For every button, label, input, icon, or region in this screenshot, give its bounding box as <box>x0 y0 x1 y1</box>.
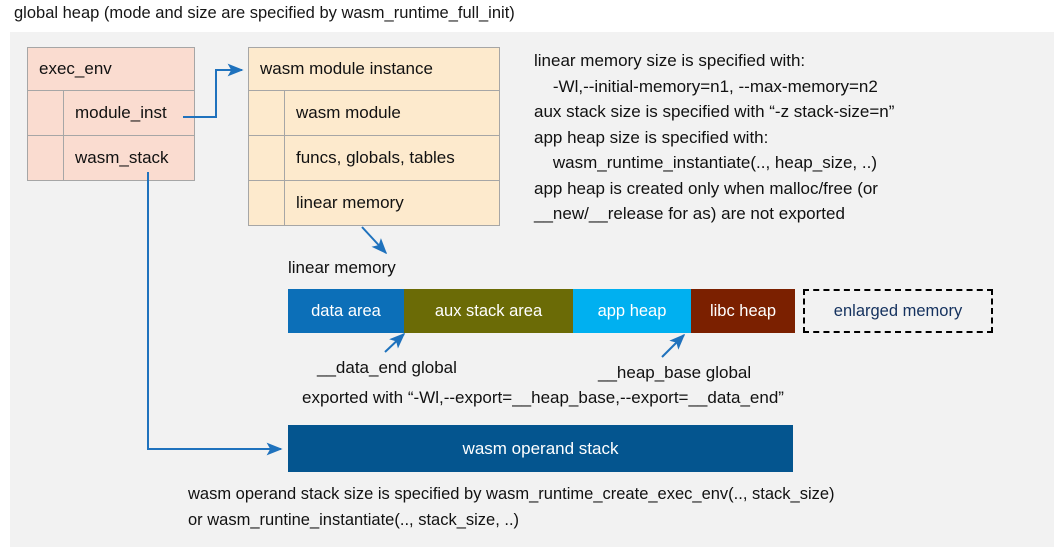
linear-memory-note: linear memory size is specified with: -W… <box>534 51 895 223</box>
memory-segment-data-area: data area <box>288 289 404 333</box>
module-instance-row-label: wasm module <box>296 103 401 122</box>
exec-env-row-wasm-stack: wasm_stack <box>27 136 195 181</box>
module-instance-row-label: linear memory <box>296 193 404 212</box>
page-title: global heap (mode and size are specified… <box>14 4 515 22</box>
row-indent <box>249 181 285 225</box>
operand-stack-note: wasm operand stack size is specified by … <box>188 485 835 529</box>
row-indent <box>249 91 285 135</box>
module-instance-header: wasm module instance <box>248 47 500 91</box>
module-instance-row-label: funcs, globals, tables <box>296 148 455 167</box>
exec-env-box: exec_env module_inst wasm_stack <box>27 47 195 181</box>
wasm-module-instance-box: wasm module instance wasm module funcs, … <box>248 47 500 226</box>
memory-segment-libc-heap: libc heap <box>691 289 795 333</box>
annotation-exported-with: exported with “-Wl,--export=__heap_base,… <box>302 388 784 407</box>
memory-segment-enlarged-memory: enlarged memory <box>803 289 993 333</box>
annotation-heap-base: __heap_base global <box>598 363 752 382</box>
exec-env-row-label: wasm_stack <box>75 148 169 167</box>
linear-memory-bar-label: linear memory <box>288 258 396 277</box>
memory-segment-aux-stack-area: aux stack area <box>404 289 573 333</box>
exec-env-row-label: module_inst <box>75 103 167 122</box>
module-instance-row-wasm-module: wasm module <box>248 91 500 136</box>
row-indent <box>28 91 64 135</box>
exec-env-header: exec_env <box>27 47 195 91</box>
row-indent <box>249 136 285 180</box>
row-indent <box>28 136 64 180</box>
wasm-operand-stack-bar: wasm operand stack <box>288 425 793 472</box>
module-instance-row-funcs-globals-tables: funcs, globals, tables <box>248 136 500 181</box>
memory-segment-app-heap: app heap <box>573 289 691 333</box>
exec-env-row-module-inst: module_inst <box>27 91 195 136</box>
annotation-data-end: __data_end global <box>317 358 457 377</box>
module-instance-row-linear-memory: linear memory <box>248 181 500 226</box>
